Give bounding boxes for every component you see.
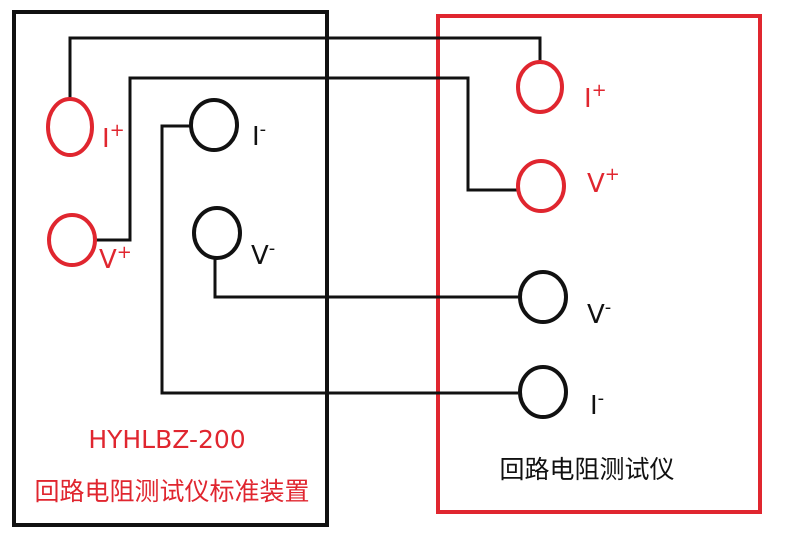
standard-device-model: HYHLBZ-200 [88, 425, 245, 454]
standard-i-minus-label: I- [252, 119, 266, 152]
wire-i-plus [68, 36, 542, 98]
tester-i-plus-label: I+ [584, 80, 607, 114]
standard-v-minus-terminal [192, 206, 242, 260]
tester-v-minus-label: V- [587, 297, 611, 330]
standard-i-minus-terminal [189, 98, 239, 152]
wire-v-minus [213, 258, 518, 299]
tester-v-plus-label: V+ [587, 164, 620, 199]
tester-i-plus-terminal [516, 60, 564, 114]
standard-v-minus-label: V- [251, 238, 275, 271]
tester-i-minus-label: I- [590, 388, 604, 421]
tester-v-plus-terminal [516, 159, 566, 213]
tester-box [436, 14, 762, 514]
standard-device-box [12, 10, 329, 527]
standard-v-plus-terminal [47, 213, 97, 267]
tester-i-minus-terminal [518, 365, 568, 419]
wire-i-minus [160, 124, 518, 395]
standard-i-plus-label: I+ [102, 120, 125, 154]
standard-i-plus-terminal [46, 97, 94, 157]
standard-v-plus-label: V+ [99, 242, 132, 275]
wires [68, 36, 542, 395]
wire-v-plus [95, 76, 518, 242]
tester-v-minus-terminal [518, 270, 568, 324]
standard-device-name: 回路电阻测试仪标准装置 [34, 477, 309, 506]
tester-name: 回路电阻测试仪 [499, 455, 674, 484]
